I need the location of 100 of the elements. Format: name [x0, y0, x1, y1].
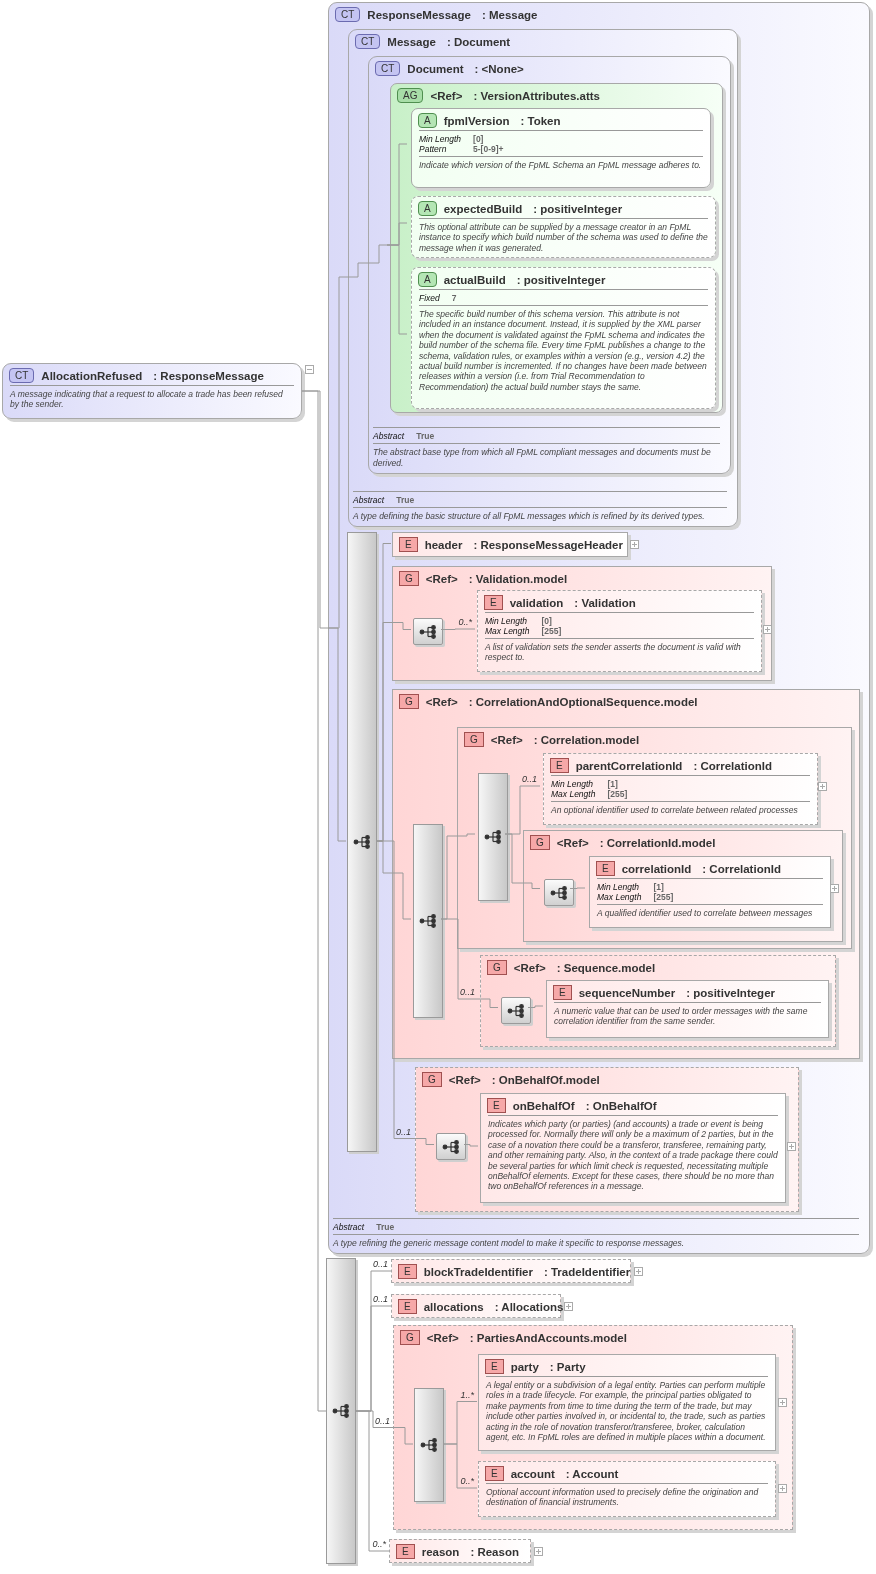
- sequence-box: [544, 879, 574, 906]
- cardinality-label: 1..*: [460, 1389, 474, 1400]
- connector-line: [440, 918, 479, 1000]
- node-name: <Ref>: [425, 572, 458, 585]
- attribute-box: [411, 196, 716, 258]
- type-name: : ResponseMessage: [153, 369, 264, 382]
- connector-line: [355, 1410, 390, 1552]
- kind-tag: G: [399, 571, 419, 586]
- description-text: A numeric value that can be used to order messages with the same correlation identifier from the same sender.: [554, 1002, 821, 1029]
- node-name: reason: [421, 1545, 460, 1558]
- kind-tag: A: [418, 272, 437, 287]
- group-box: [523, 830, 843, 942]
- description-text: A message indicating that a request to allocate a trade has been refused by the sender.: [10, 385, 294, 412]
- kind-tag: E: [396, 1544, 415, 1559]
- type-name: : CorrelationAndOptionalSequence.model: [468, 695, 698, 708]
- kind-tag: E: [398, 1264, 417, 1279]
- sequence-bar: [326, 1258, 356, 1564]
- cardinality-label: 0..*: [458, 617, 472, 627]
- type-name: : OnBehalfOf: [585, 1099, 657, 1112]
- kind-tag: A: [418, 113, 437, 128]
- type-name: : CorrelationId: [702, 862, 781, 875]
- connector-line: [392, 1427, 414, 1445]
- node-name: correlationId: [621, 862, 692, 875]
- kind-tag: E: [485, 1466, 504, 1481]
- group-box: [393, 1325, 793, 1530]
- type-name: : Reason: [470, 1545, 519, 1558]
- connector-line: [386, 244, 408, 335]
- property-value: [0]: [473, 134, 485, 144]
- kind-tag: G: [464, 732, 484, 747]
- node-name: <Ref>: [513, 961, 546, 974]
- node-name: header: [424, 538, 463, 551]
- node-name: <Ref>: [448, 1073, 481, 1086]
- type-name: : Document: [446, 35, 511, 48]
- connector-line: [527, 1005, 544, 1008]
- description-text: This optional attribute can be supplied by a message creator in an FpML instance to specify which build number of the schema was used to define the message when it was generated.: [419, 218, 708, 256]
- node-name: <Ref>: [490, 733, 523, 746]
- kind-tag: G: [530, 835, 550, 850]
- kind-tag: CT: [355, 34, 381, 49]
- complex-type-box: [2, 363, 302, 419]
- node-name: <Ref>: [426, 1331, 459, 1344]
- cardinality-label: 0..1: [373, 1259, 388, 1269]
- kind-tag: CT: [335, 7, 361, 22]
- connector-line: [519, 882, 541, 889]
- description-text: A legal entity or a subdivision of a legal entity. Parties can perform multiple roles in a trade lifecycle. For example, the principal parties obligated to make payments from time to time during the term of the trade, but may include other parties involved in, or incidental to, the trade, such as parties acting in the role of novation transferor/transferee, broker, calculation agent, etc. In FpML roles are defined in multiple places within a document.: [486, 1376, 768, 1445]
- cardinality-label: 0..1: [460, 987, 475, 997]
- node-name: actualBuild: [443, 273, 506, 286]
- description-text: An optional identifier used to correlate between related processes: [551, 801, 810, 818]
- type-name: : Validation.model: [468, 572, 568, 585]
- connector-line: [463, 1144, 479, 1147]
- type-name: : Message: [481, 8, 538, 21]
- node-name: expectedBuild: [443, 202, 523, 215]
- node-name: sequenceNumber: [578, 986, 676, 999]
- connector-line: [390, 622, 412, 630]
- type-name: : Party: [549, 1360, 586, 1373]
- kind-tag: E: [553, 985, 572, 1000]
- property-label: Abstract: [333, 1221, 365, 1232]
- type-name: : PartiesAndAccounts.model: [469, 1331, 627, 1344]
- description-text: The abstract base type from which all FpML compliant messages and documents must be derived.: [373, 443, 720, 470]
- description-text: A type refining the generic message content model to make it specific to response messages.: [333, 1233, 859, 1250]
- cardinality-label: 0..1: [396, 1126, 411, 1137]
- property-value: [255]: [541, 626, 562, 636]
- node-name: ResponseMessage: [367, 8, 471, 21]
- connector-line: [440, 628, 476, 630]
- kind-tag: AG: [397, 88, 424, 103]
- property-label: Min Length: [597, 882, 641, 892]
- kind-tag: G: [399, 694, 419, 709]
- property-label: Abstract: [353, 494, 385, 505]
- property-label: Min Length: [485, 616, 529, 626]
- sequence-bar: [413, 824, 443, 1018]
- kind-tag: E: [485, 1359, 504, 1374]
- kind-tag: E: [484, 595, 503, 610]
- node-name: fpmlVersion: [443, 114, 510, 127]
- cardinality-label: 0..1: [373, 1294, 388, 1304]
- kind-tag: G: [422, 1072, 442, 1087]
- group-box: [480, 955, 836, 1047]
- kind-tag: E: [487, 1098, 506, 1113]
- kind-tag: CT: [9, 368, 35, 383]
- attribute-group-box: [390, 83, 723, 413]
- element-box: [391, 1294, 561, 1318]
- property-label: Pattern: [419, 144, 448, 154]
- property-value: [1]: [653, 882, 665, 892]
- kind-tag: E: [550, 758, 569, 773]
- element-box: [389, 1539, 531, 1563]
- type-name: : OnBehalfOf.model: [491, 1073, 600, 1086]
- property-label: Fixed: [419, 293, 440, 303]
- connector-line: [413, 1138, 435, 1145]
- cardinality-label: 0..*: [460, 1476, 474, 1486]
- property-value: [255]: [607, 789, 628, 799]
- type-name: : Token: [520, 114, 561, 127]
- description-text: A list of validation sets the sender asserts the document is valid with respect to.: [485, 638, 754, 665]
- property-value: [0]: [541, 616, 553, 626]
- attribute-box: [411, 267, 716, 409]
- element-box: [391, 1259, 631, 1283]
- group-box: [392, 566, 772, 681]
- sequence-bar: [347, 532, 377, 1152]
- node-name: Document: [407, 62, 464, 75]
- type-name: : Validation: [574, 596, 636, 609]
- property-value: 5-[0-9]+: [473, 144, 504, 154]
- node-name: allocations: [423, 1300, 484, 1313]
- node-name: <Ref>: [425, 695, 458, 708]
